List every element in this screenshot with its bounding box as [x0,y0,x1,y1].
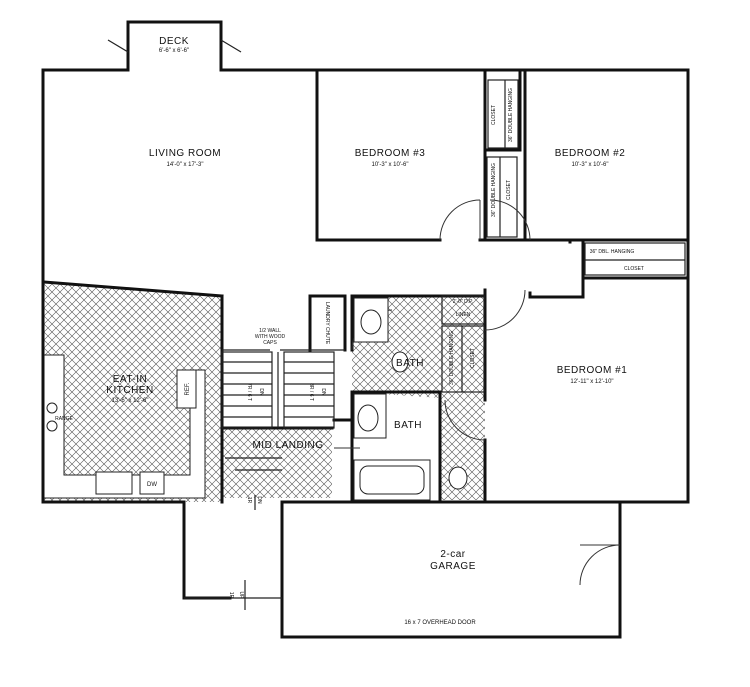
closet-c-hanging: 36" DBL. HANGING [590,249,635,255]
bedroom3-dims: 10'-3" x 10'-6" [372,162,409,168]
bath-floor [352,296,485,500]
wall-note-1: 1/2 WALL [259,328,281,334]
bedroom3-label: BEDROOM #3 [355,148,426,159]
kitchen-fixtures [46,369,197,495]
stair-r-1: 1R [246,497,252,504]
closet-b-label: CLOSET [506,180,512,200]
bath-upper-label: BATH [396,358,424,369]
garage-door-label: 16 x 7 OVERHEAD DOOR [404,620,476,626]
bath-lower-label: BATH [394,420,422,431]
bath-fixtures [353,297,468,501]
bedroom1-dims: 12'-11" x 12'-10" [570,379,613,385]
bedroom2-dims: 10'-3" x 10'-6" [572,162,609,168]
deck [107,20,242,72]
stair-dn-3: DN [256,496,262,504]
closet-c-label: CLOSET [624,266,644,272]
kitchen-dims: 13'-6" x 12'-6" [112,398,149,404]
living-room-dims: 14'-0" x 17'-3" [167,162,204,168]
landing-floor [222,428,332,498]
closet-b-hanging: 36" DOUBLE HANGING [491,163,497,217]
stair-count-2: 8R / 6 T [308,383,314,401]
linen-size: 2'-0" D.P. [453,299,473,305]
kitchen-label-2: KITCHEN [106,385,153,396]
stair-count-1: 7R / 6 T [246,383,252,401]
closet-d-hanging: 36" DOUBLE HANGING [449,331,455,385]
bedroom1-label: BEDROOM #1 [557,365,628,376]
garage-label-2: GARAGE [430,561,476,572]
dw-label: DW [147,482,157,488]
stair-r-2: 1R [228,592,234,599]
living-room-label: LIVING ROOM [149,148,221,159]
ref-label: REF. [185,382,191,395]
stair-dn-2: DN [320,388,326,396]
mid-landing-label: MID LANDING [252,440,323,451]
stairs [221,351,335,610]
wall-note-3: CAPS [263,340,277,346]
kitchen-floor [44,282,222,502]
kitchen-label-1: EAT-IN [113,374,147,385]
stair-dn-1: DN [258,388,264,396]
doors [334,199,621,586]
closets [441,79,686,393]
bedroom2-label: BEDROOM #2 [555,148,626,159]
stair-up: UP [238,592,244,600]
garage-label-1: 2-car [440,549,465,560]
laundry-note: LAUNDRY CHUTE [324,302,330,345]
closet-a-hanging: 36" DOUBLE HANGING [508,88,514,142]
linen-label: LINEN [456,312,471,318]
exterior-walls [41,68,690,639]
closet-a-label: CLOSET [491,105,497,125]
deck-label: DECK [159,36,189,47]
range-label: RANGE [55,416,73,422]
deck-dims: 6'-6" x 6'-6" [159,48,189,54]
wall-note-2: WITH WOOD [255,334,286,340]
closet-d-label: CLOSET [470,348,476,368]
